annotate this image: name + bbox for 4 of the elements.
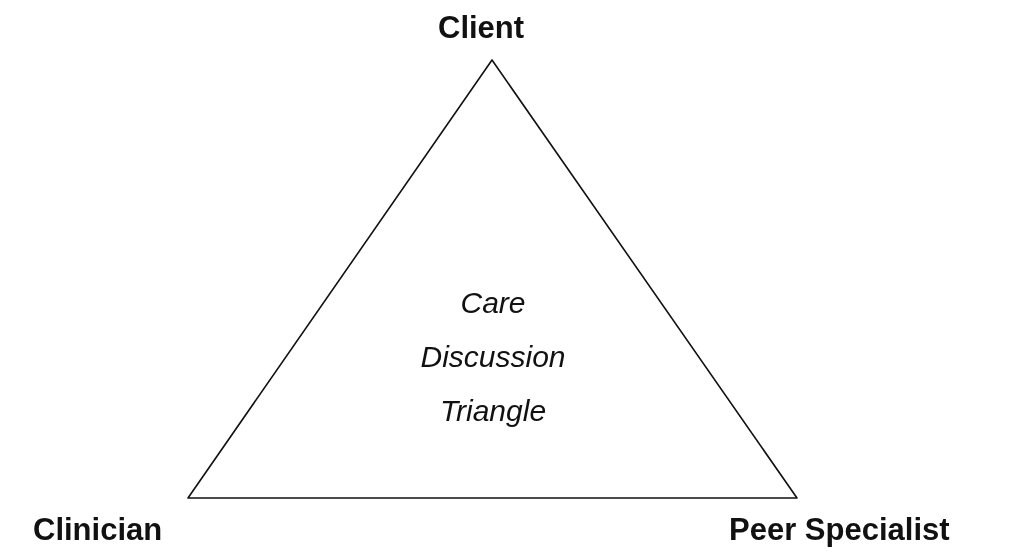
triangle-title: Care Discussion Triangle [419,285,567,429]
role-label: Peer Specialist [729,512,950,548]
role-label: Client [438,10,525,46]
role-label: Clinician [33,512,163,548]
